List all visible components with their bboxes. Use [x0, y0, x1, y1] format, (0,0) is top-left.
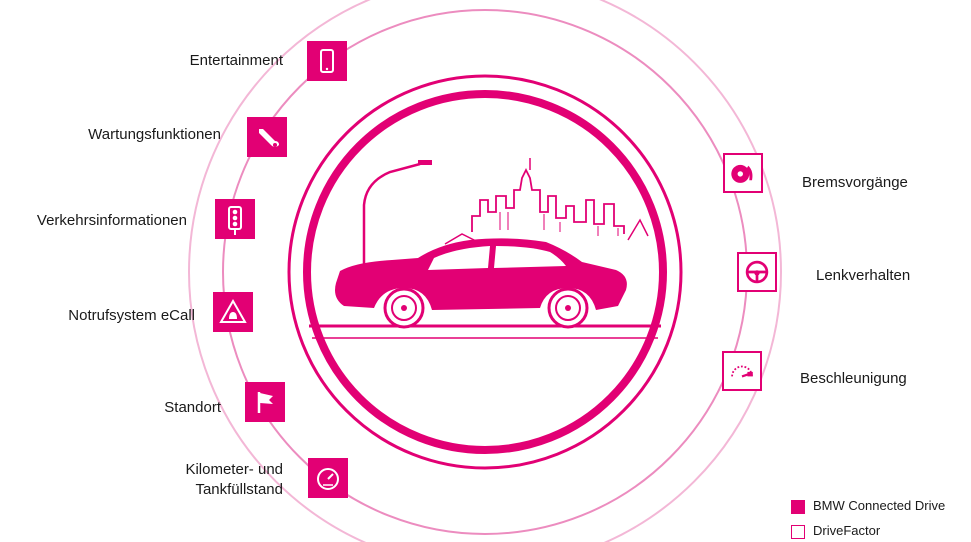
feature-label-wartungsfunktionen: Wartungsfunktionen — [88, 126, 221, 143]
outer-ring — [188, 0, 782, 542]
speedometer-icon — [722, 351, 762, 391]
legend-swatch-filled — [791, 500, 805, 514]
flag-icon — [245, 382, 285, 422]
feature-label-line1: Kilometer- und — [185, 461, 283, 478]
traffic-light-icon — [215, 199, 255, 239]
feature-label-notrufsystem-ecall: Notrufsystem eCall — [68, 307, 195, 324]
feature-label-verkehrsinformationen: Verkehrsinformationen — [36, 212, 187, 229]
car-scene-illustration — [309, 158, 661, 339]
feature-label-beschleunigung: Beschleunigung — [800, 370, 907, 387]
legend-label: DriveFactor — [813, 523, 881, 538]
legend-label: BMW Connected Drive — [813, 498, 946, 513]
steering-wheel-icon — [737, 252, 777, 292]
inner-ring-outer — [287, 74, 683, 470]
feature-label-line2: Tankfüllstand — [195, 481, 283, 498]
inner-ring — [303, 90, 667, 454]
feature-label-kilometer-tankfuellstand: Kilometer- und Tankfüllstand — [185, 460, 283, 500]
feature-label-entertainment: Entertainment — [189, 52, 283, 69]
smartphone-icon — [307, 41, 347, 81]
wrench-icon — [247, 117, 287, 157]
feature-label-lenkverhalten: Lenkverhalten — [816, 267, 911, 284]
gauge-icon — [308, 458, 348, 498]
feature-label-bremsvorgaenge: Bremsvorgänge — [802, 174, 908, 191]
feature-label-standort: Standort — [164, 399, 221, 416]
brake-disc-icon — [723, 153, 763, 193]
legend-swatch-outline — [791, 525, 805, 539]
warning-triangle-icon — [213, 292, 253, 332]
